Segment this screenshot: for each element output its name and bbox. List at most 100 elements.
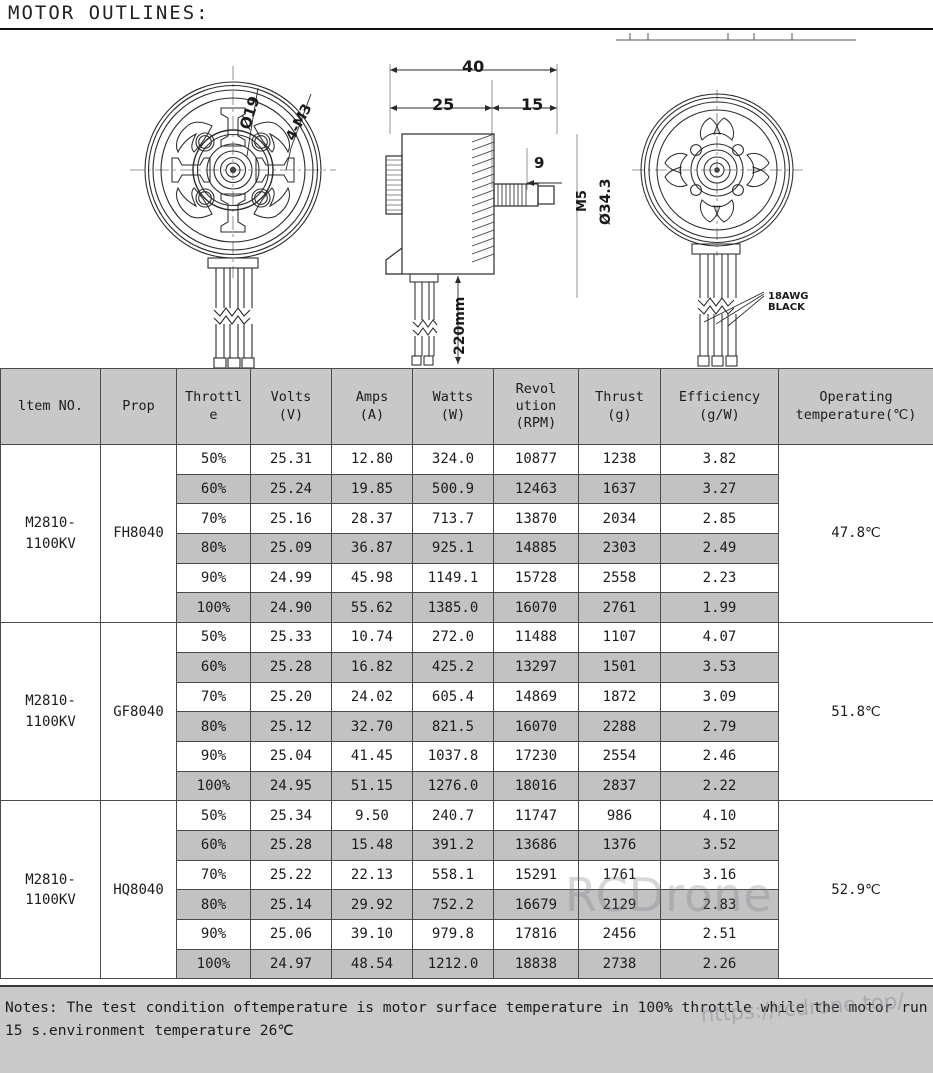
- cell-item-no: M2810- 1100KV: [0, 443, 101, 624]
- cell-amps: 10.74: [331, 622, 413, 653]
- cell-volts: 25.06: [250, 919, 332, 950]
- cell-thrust: 2554: [578, 740, 661, 772]
- cell-volts: 25.28: [250, 829, 332, 861]
- cell-watts: 500.9: [412, 473, 494, 505]
- notes-section: Notes: The test condition oftemperature …: [0, 985, 933, 1073]
- cell-watts: 425.2: [412, 651, 494, 683]
- cell-thrust: 2456: [578, 919, 661, 950]
- hdr-text: (g/W): [699, 406, 740, 423]
- cell-efficiency: 2.51: [660, 919, 779, 950]
- cell-throttle: 90%: [176, 919, 251, 950]
- page-title: MOTOR OUTLINES:: [8, 2, 210, 24]
- cell-rpm: 16070: [493, 592, 579, 624]
- cell-rpm: 11488: [493, 622, 579, 653]
- cell-throttle: 100%: [176, 592, 251, 624]
- cell-operating-temperature: 52.9℃: [778, 800, 933, 980]
- cell-rpm: 15728: [493, 562, 579, 594]
- label-wire-length: 220mm: [452, 296, 468, 355]
- col-header-throttle: Throttl e: [176, 368, 251, 445]
- top-right-frame-fragment: [616, 33, 856, 41]
- cell-thrust: 2761: [578, 592, 661, 624]
- cell-watts: 605.4: [412, 681, 494, 713]
- cell-thrust: 2034: [578, 503, 661, 535]
- cell-watts: 272.0: [412, 622, 494, 653]
- hdr-text: (RPM): [515, 415, 557, 432]
- cell-efficiency: 2.23: [660, 562, 779, 594]
- cell-throttle: 60%: [176, 829, 251, 861]
- cell-volts: 25.22: [250, 859, 332, 891]
- cell-thrust: 2837: [578, 770, 661, 802]
- cell-efficiency: 2.79: [660, 711, 779, 742]
- cell-amps: 45.98: [331, 562, 413, 594]
- cell-volts: 25.12: [250, 711, 332, 742]
- cell-item-no: M2810-1100KV: [0, 622, 101, 802]
- cell-watts: 821.5: [412, 711, 494, 742]
- cell-volts: 25.34: [250, 800, 332, 831]
- cell-prop: HQ8040: [100, 800, 177, 980]
- cell-amps: 24.02: [331, 681, 413, 713]
- cell-thrust: 2738: [578, 948, 661, 980]
- cell-volts: 25.14: [250, 889, 332, 920]
- item-no-line-1: M2810-: [25, 515, 76, 532]
- label-dim-25: 25: [432, 95, 455, 114]
- item-no-line-2: 1100KV: [25, 713, 76, 730]
- label-wire-gauge: 18AWG BLACK: [768, 291, 808, 313]
- cell-throttle: 80%: [176, 889, 251, 920]
- cell-rpm: 12463: [493, 473, 579, 505]
- cell-thrust: 1376: [578, 829, 661, 861]
- cell-amps: 32.70: [331, 711, 413, 742]
- cell-throttle: 70%: [176, 503, 251, 535]
- cell-volts: 25.28: [250, 651, 332, 683]
- cell-efficiency: 2.22: [660, 770, 779, 802]
- cell-efficiency: 4.10: [660, 800, 779, 831]
- cell-operating-temperature: 51.8℃: [778, 622, 933, 802]
- cell-efficiency: 3.52: [660, 829, 779, 861]
- cell-operating-temperature: 47.8℃: [778, 443, 933, 624]
- hdr-text: e: [209, 406, 218, 423]
- cell-thrust: 1238: [578, 444, 661, 475]
- cell-thrust: 2303: [578, 533, 661, 564]
- cell-watts: 324.0: [412, 444, 494, 475]
- cell-rpm: 13297: [493, 651, 579, 683]
- cell-watts: 1212.0: [412, 948, 494, 980]
- cell-amps: 39.10: [331, 919, 413, 950]
- cell-watts: 752.2: [412, 889, 494, 920]
- cell-volts: 25.16: [250, 503, 332, 535]
- cell-efficiency: 3.27: [660, 473, 779, 505]
- cell-throttle: 80%: [176, 711, 251, 742]
- cell-volts: 25.31: [250, 444, 332, 475]
- cell-efficiency: 2.49: [660, 533, 779, 564]
- hdr-text: Amps: [355, 389, 389, 406]
- cell-efficiency: 3.16: [660, 859, 779, 891]
- rear-view-drawing: [632, 90, 803, 367]
- section-title-bar: MOTOR OUTLINES:: [0, 0, 933, 30]
- cell-throttle: 100%: [176, 770, 251, 802]
- item-no-line-2: 1100KV: [25, 535, 76, 552]
- cell-thrust: 2288: [578, 711, 661, 742]
- front-view-drawing: [130, 66, 336, 368]
- cell-amps: 41.45: [331, 740, 413, 772]
- cell-volts: 25.33: [250, 622, 332, 653]
- cell-throttle: 50%: [176, 800, 251, 831]
- cell-amps: 22.13: [331, 859, 413, 891]
- cell-prop: GF8040: [100, 622, 177, 802]
- label-thread-m5: M5: [575, 190, 590, 212]
- hdr-text: Volts: [270, 389, 312, 406]
- cell-throttle: 60%: [176, 473, 251, 505]
- cell-amps: 36.87: [331, 533, 413, 564]
- label-outer-diameter: Ø34.3: [598, 178, 614, 225]
- cell-throttle: 70%: [176, 681, 251, 713]
- cell-amps: 55.62: [331, 592, 413, 624]
- cell-amps: 9.50: [331, 800, 413, 831]
- hdr-text: Throttl: [185, 389, 242, 406]
- hdr-text: Operating: [819, 389, 893, 406]
- cell-watts: 240.7: [412, 800, 494, 831]
